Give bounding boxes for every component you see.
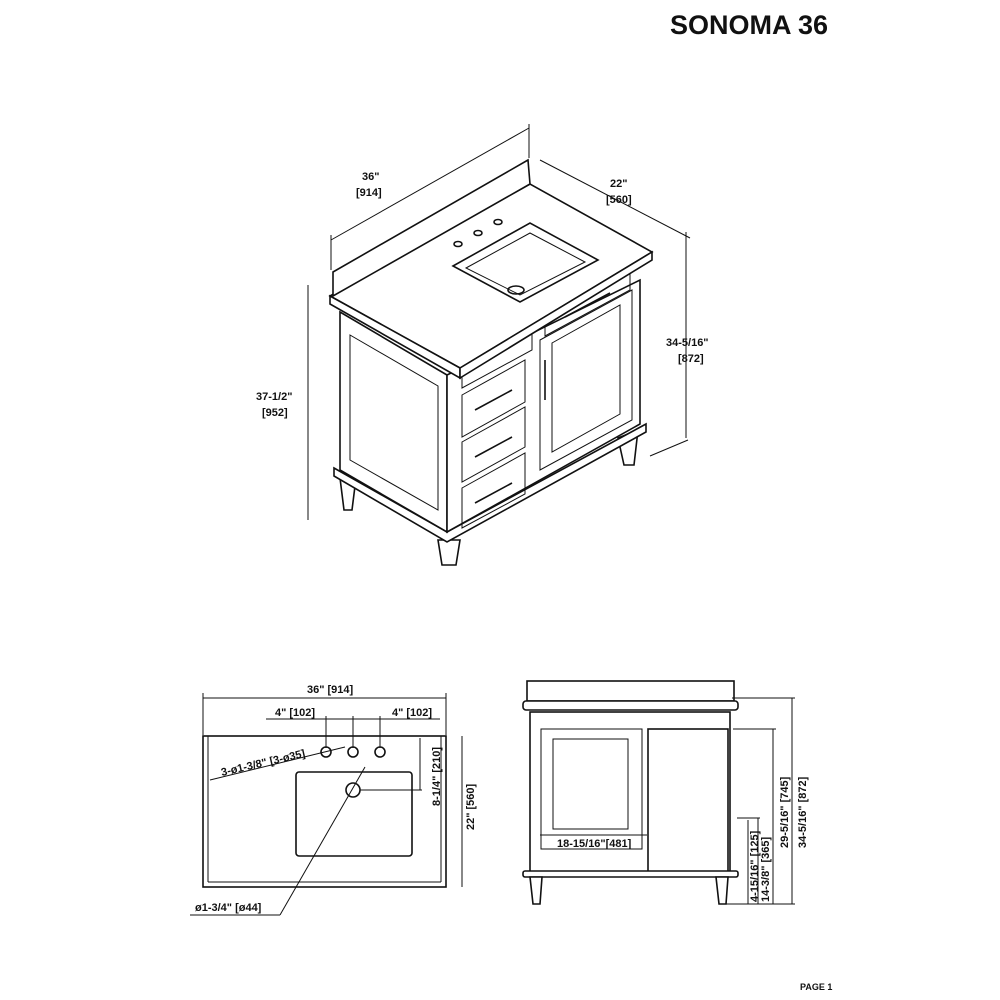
top-view xyxy=(190,693,463,916)
sink-basin xyxy=(464,232,587,296)
front-leg-left xyxy=(529,876,543,905)
top-width: 36" [914] xyxy=(307,684,354,696)
shelf-height: 4-15/16" [125] xyxy=(749,830,761,902)
drain-hole: ø1-3/4" [ø44] xyxy=(195,902,262,914)
iso-height-mm: [952] xyxy=(262,407,288,419)
open-compartment xyxy=(540,728,643,850)
drawer-handle xyxy=(474,436,513,458)
drawer xyxy=(461,406,526,483)
leader-line xyxy=(209,746,346,781)
iso-body-height-in: 34-5/16" xyxy=(666,337,709,349)
countertop-edge xyxy=(459,250,653,380)
dimension-line xyxy=(330,127,530,241)
drawer-handle xyxy=(474,482,513,504)
product-title: SONOMA 36 xyxy=(670,10,829,40)
iso-width-mm: [914] xyxy=(356,187,382,199)
door xyxy=(647,728,729,873)
door xyxy=(539,289,633,471)
door-height: 29-5/16" [745] xyxy=(779,776,791,848)
iso-width-in: 36" xyxy=(362,171,379,183)
drawer xyxy=(461,359,526,438)
sink xyxy=(451,222,600,303)
dimension-line xyxy=(539,159,691,239)
back-panel xyxy=(552,738,629,830)
total-height: 34-5/16" [872] xyxy=(797,776,809,848)
faucet-holes: 3-ø1-3/8" [3-ø35] xyxy=(220,748,307,779)
iso-depth-in: 22" xyxy=(610,178,627,190)
drawer xyxy=(461,452,526,529)
leg-front xyxy=(437,539,461,566)
front-leg-right xyxy=(715,876,729,905)
drawer-handle xyxy=(564,292,611,318)
countertop-front xyxy=(526,680,735,702)
interior-width: 18-15/16"[481] xyxy=(557,838,632,850)
faucet-hole xyxy=(473,229,483,237)
top-right-spacing: 4" [102] xyxy=(392,707,432,719)
drawer-height: 14-3/8" [365] xyxy=(760,837,772,902)
iso-depth-mm: [560] xyxy=(606,194,632,206)
faucet-hole xyxy=(347,746,359,758)
drawer-handle xyxy=(474,389,513,411)
side-panel-inset xyxy=(349,334,439,511)
faucet-hole xyxy=(374,746,386,758)
countertop-lip xyxy=(522,700,739,711)
base-plinth xyxy=(522,870,739,878)
iso-height-in: 37-1/2" xyxy=(256,391,292,403)
backsplash xyxy=(332,158,531,298)
drain-offset: 8-1/4" [210] xyxy=(431,747,443,806)
leader-line xyxy=(279,766,366,916)
door-panel xyxy=(551,304,621,453)
page-label: PAGE 1 xyxy=(800,982,833,992)
drain-icon xyxy=(507,285,525,295)
countertop-outline xyxy=(202,735,447,888)
top-depth: 22" [560] xyxy=(465,783,477,830)
top-left-spacing: 4" [102] xyxy=(275,707,315,719)
extension-line xyxy=(649,439,689,457)
sink-outline xyxy=(295,771,413,857)
front-view xyxy=(522,680,795,905)
iso-body-height-mm: [872] xyxy=(678,353,704,365)
drain-icon xyxy=(345,782,361,798)
isometric-vanity xyxy=(307,124,691,566)
faucet-hole xyxy=(453,240,463,248)
faucet-hole xyxy=(493,218,503,226)
